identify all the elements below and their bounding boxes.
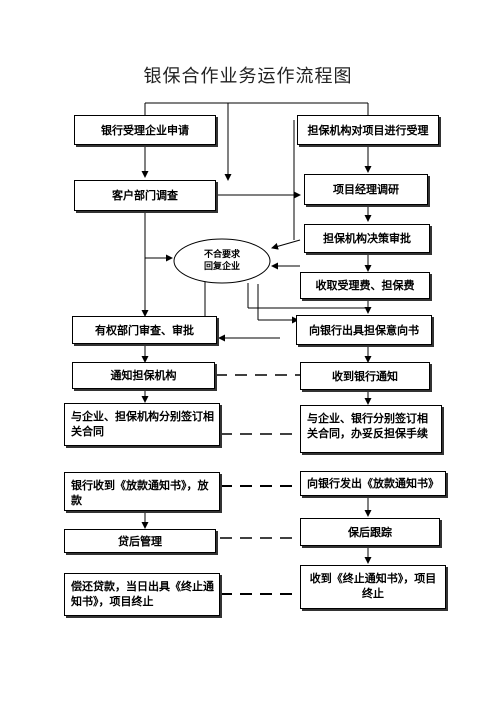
box-sign-contracts: 与企业、担保机构分别签订相关合同 — [64, 403, 220, 446]
box-issue-letter: 向银行出具担保意向书 — [296, 315, 432, 345]
box-sign-with-parties: 与企业、银行分别签订相关合同，办妥反担保手续 — [300, 405, 442, 453]
arrow-decision-to-reject — [271, 239, 301, 250]
reject-label: 不合要求 回复企业 — [180, 249, 264, 273]
box-post-tracking: 保后跟踪 — [300, 518, 440, 546]
diagram-title: 银保合作业务运作流程图 — [143, 66, 353, 87]
reject-line2: 回复企业 — [203, 262, 240, 272]
reject-line1: 不合要求 — [203, 250, 240, 260]
reject-ellipse — [173, 238, 271, 284]
box-authorized-review: 有权部门审查、审批 — [72, 316, 217, 344]
box-accept-application: 银行受理企业申请 — [74, 115, 216, 145]
box-collect-fees: 收取受理费、担保费 — [300, 272, 430, 299]
box-notify-guarantor: 通知担保机构 — [72, 362, 215, 389]
box-decision-review: 担保机构决策审批 — [304, 224, 430, 253]
box-customer-survey: 客户部门调查 — [74, 180, 216, 211]
box-receive-bank-notice: 收到银行通知 — [300, 362, 430, 390]
box-send-notice: 向银行发出《放款通知书》 — [300, 471, 446, 496]
box-post-loan-mgmt: 贷后管理 — [64, 529, 216, 553]
box-receive-termination: 收到《终止通知书》，项目终止 — [300, 565, 446, 609]
box-accept-project: 担保机构对项目进行受理 — [297, 115, 439, 145]
box-repay: 偿还贷款，当日出具《终止通知书》，项目终止 — [64, 573, 220, 616]
box-pm-research: 项目经理调研 — [304, 174, 428, 205]
box-receive-notice-lend: 银行收到《放款通知书》，放款 — [64, 472, 220, 511]
